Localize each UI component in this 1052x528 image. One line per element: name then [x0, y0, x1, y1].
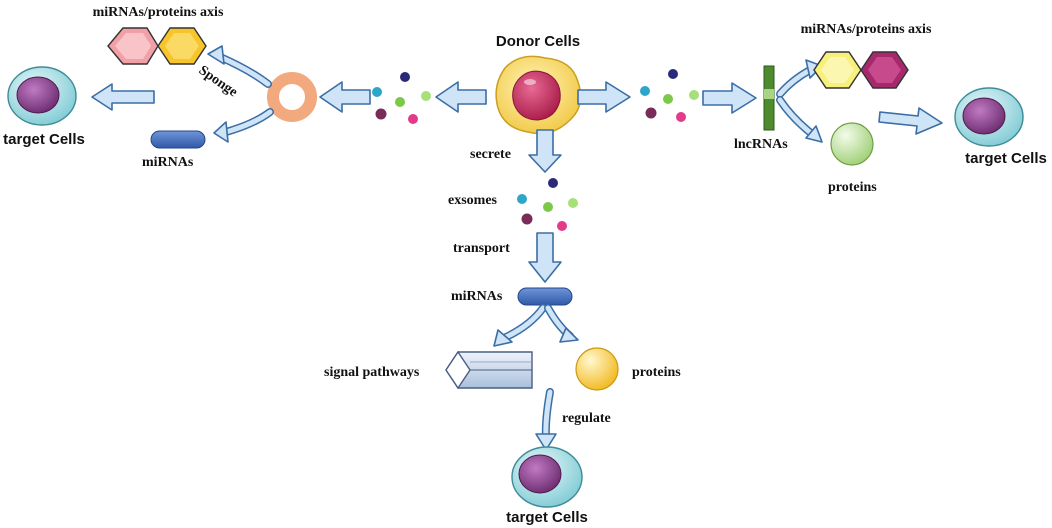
left-transfer-arrow	[435, 81, 487, 113]
target-cell-icon	[7, 66, 77, 126]
exosome-vesicle-icon	[421, 91, 431, 101]
signal-pathway-prism-icon	[445, 350, 533, 390]
target-cells-left-label: target Cells	[3, 131, 85, 148]
exosome-vesicle-icon	[548, 178, 558, 188]
exosome-vesicle-icon	[543, 202, 553, 212]
regulate-label: regulate	[562, 411, 611, 426]
target-cells-right-label: target Cells	[965, 150, 1047, 167]
exosome-vesicle-icon	[395, 97, 405, 107]
sponge-label: Sponge	[196, 63, 240, 100]
exosome-vesicle-icon	[676, 112, 686, 122]
signal-pathways-label: signal pathways	[324, 365, 420, 380]
exosome-vesicle-icon	[689, 90, 699, 100]
regulate-arrow	[535, 388, 557, 451]
lncrna-strand-icon	[763, 65, 775, 131]
proteins-right-label: proteins	[828, 180, 877, 195]
secrete-arrow	[528, 129, 562, 173]
target-cell-icon	[511, 446, 583, 508]
exosome-vesicle-icon	[557, 221, 567, 231]
right-to-lncrna-arrow	[702, 82, 757, 114]
exosome-vesicle-icon	[521, 213, 533, 225]
exosome-vesicle-icon	[640, 86, 650, 96]
exosome-vesicle-icon	[372, 87, 382, 97]
mirna-capsule-icon	[517, 287, 573, 306]
mirnas-center-label: miRNAs	[451, 289, 503, 304]
protein-sphere-icon	[830, 122, 874, 166]
exosome-vesicle-icon	[568, 198, 578, 208]
target-cell-icon	[954, 87, 1024, 147]
mirnas-axis-left-label: miRNAs/proteins axis	[93, 5, 224, 20]
exosome-cluster-right	[640, 69, 699, 122]
exosome-cluster-center	[517, 178, 578, 231]
left-to-ring-arrow	[319, 81, 371, 113]
ring-branch-arrows	[207, 45, 274, 143]
left-target-arrow	[91, 83, 155, 111]
lncrnas-label: lncRNAs	[734, 137, 788, 152]
exosome-vesicle-icon	[517, 194, 527, 204]
right-target-arrow	[878, 107, 943, 135]
right-transfer-arrow	[577, 81, 631, 113]
exosome-vesicle-icon	[408, 114, 418, 124]
exosome-vesicle-icon	[375, 108, 387, 120]
exosome-vesicle-icon	[400, 72, 410, 82]
protein-sphere-icon	[575, 347, 619, 391]
donor-cells-label: Donor Cells	[496, 33, 580, 50]
transport-label: transport	[453, 241, 510, 256]
transport-arrow	[528, 232, 562, 283]
target-cells-bottom-label: target Cells	[506, 509, 588, 526]
mirnas-left-label: miRNAs	[142, 155, 194, 170]
exosome-vesicle-icon	[663, 94, 673, 104]
exosomes-label: exsomes	[448, 193, 498, 208]
exosome-cluster-left	[372, 72, 431, 124]
mirna-capsule-icon	[150, 130, 206, 149]
circrna-ring-icon	[267, 72, 317, 122]
proteins-center-label: proteins	[632, 365, 681, 380]
exosome-vesicle-icon	[645, 107, 657, 119]
mirna-protein-axis-hexagon-icon	[107, 27, 207, 65]
split-arrows	[493, 304, 579, 347]
secrete-label: secrete	[470, 147, 511, 162]
mirnas-axis-right-label: miRNAs/proteins axis	[801, 22, 932, 37]
mirna-protein-axis-hexagon-icon	[813, 51, 909, 89]
donor-cell-icon	[495, 55, 582, 135]
exosome-vesicle-icon	[668, 69, 678, 79]
